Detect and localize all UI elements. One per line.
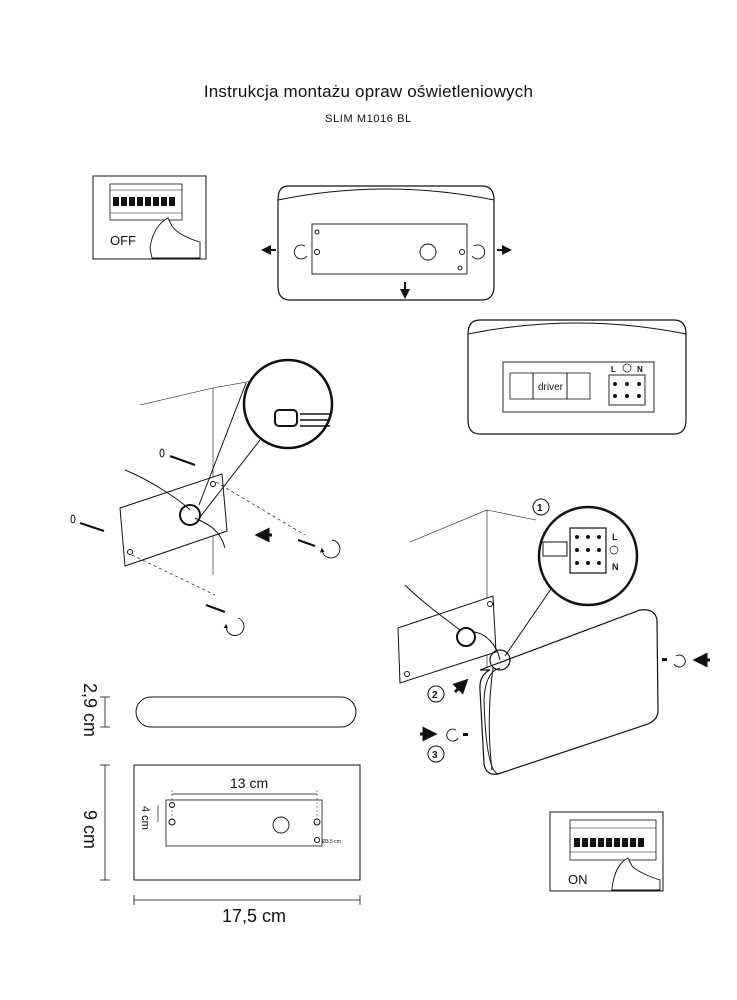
front-view-dimensions: 9 cm 17,5 cm 13 cm 4 cm Ø3,5 cm xyxy=(80,764,361,926)
step-2-label: 2 xyxy=(432,690,438,701)
step-1-label: 1 xyxy=(537,503,543,514)
mount-spacing-h-label: 13 cm xyxy=(230,775,268,791)
hole-diameter-label: Ø3,5 cm xyxy=(322,839,341,845)
step-3-label: 3 xyxy=(432,750,438,761)
lamp-back-view xyxy=(261,185,512,301)
lamp-connect-view: L N 1 2 3 xyxy=(397,498,710,775)
terminal-n-detail-label: N xyxy=(612,562,619,572)
mount-spacing-v-label: 4 cm xyxy=(139,806,151,830)
terminal-n-label: N xyxy=(637,365,643,374)
wall-mount-view xyxy=(70,358,341,636)
driver-label: driver xyxy=(538,382,564,393)
breaker-on-label: ON xyxy=(568,872,588,887)
side-profile: 2,9 cm xyxy=(80,683,357,737)
terminal-l-label: L xyxy=(611,365,616,374)
width-dimension-label: 17,5 cm xyxy=(222,906,286,926)
model-name: SLIM M1016 BL xyxy=(325,113,412,125)
page-title: Instrukcja montażu opraw oświetleniowych xyxy=(203,82,534,101)
height-dimension-label: 2,9 cm xyxy=(80,683,100,737)
terminal-l-detail-label: L xyxy=(612,532,618,542)
breaker-panel-on: ON xyxy=(549,811,664,892)
breaker-off-label: OFF xyxy=(110,233,136,248)
lamp-driver-view: driver L N xyxy=(467,319,687,435)
breaker-panel-off: OFF xyxy=(92,175,207,260)
depth-dimension-label: 9 cm xyxy=(80,810,100,849)
